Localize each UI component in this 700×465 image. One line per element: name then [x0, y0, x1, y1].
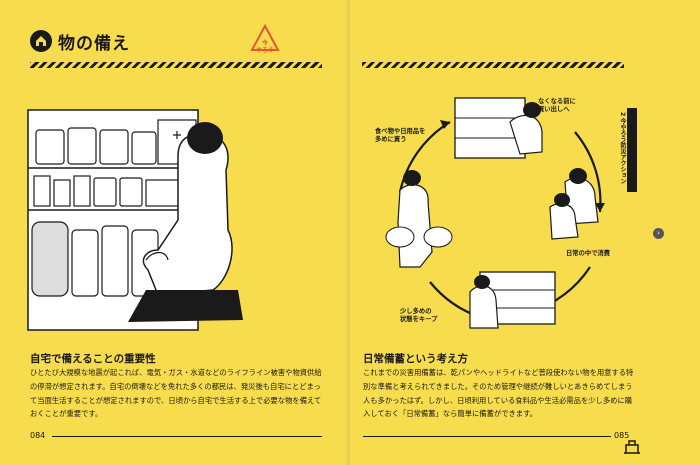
page-title: 物の備え: [58, 34, 130, 54]
body-text: これまでの災害用備蓄は、乾パンやヘッドライトなど普段使わない物を用意する特別な準…: [363, 368, 634, 419]
divider: [30, 62, 322, 68]
right-page: 食べ物や日用品を 多めに買う なくなる前に 買い出しへ 日常の中で消費 少し多め…: [350, 0, 700, 465]
section-heading: 自宅で備えることの重要性: [30, 353, 156, 365]
cycle-illustration: [385, 97, 605, 329]
caption-refill: なくなる前に 買い出しへ: [538, 98, 576, 113]
footer-rule: [52, 436, 322, 437]
tokyo-logo-icon: [624, 440, 640, 454]
caption-keep: 少し多めの 状態をキープ: [400, 308, 438, 323]
body-text: ひとたび大規模な地震が起これば、電気・ガス・水道などのライフライン被害や物資供給…: [30, 368, 322, 419]
divider: [362, 62, 624, 68]
house-icon: [30, 30, 52, 52]
warning-badge-icon: [250, 23, 280, 51]
badge-text: 今 やろう: [255, 40, 274, 54]
chapter-tab: [627, 108, 637, 192]
section-heading: 日常備蓄という考え方: [363, 353, 468, 365]
caption-consume: 日常の中で消費: [566, 250, 611, 257]
footer-rule: [363, 436, 611, 437]
caption-buy: 食べ物や日用品を 多めに買う: [375, 128, 426, 143]
left-page: 物の備え 今 やろう 自宅で備えることの重要性 ひとたび大規模な地震が起これば、…: [27, 23, 322, 440]
chapter-label: 2 今やろう防災アクション: [619, 112, 626, 185]
next-page-button[interactable]: ›: [653, 228, 664, 239]
page-number: 084: [30, 431, 46, 440]
page-number: 085: [614, 431, 630, 440]
shelf-illustration: [27, 109, 243, 331]
